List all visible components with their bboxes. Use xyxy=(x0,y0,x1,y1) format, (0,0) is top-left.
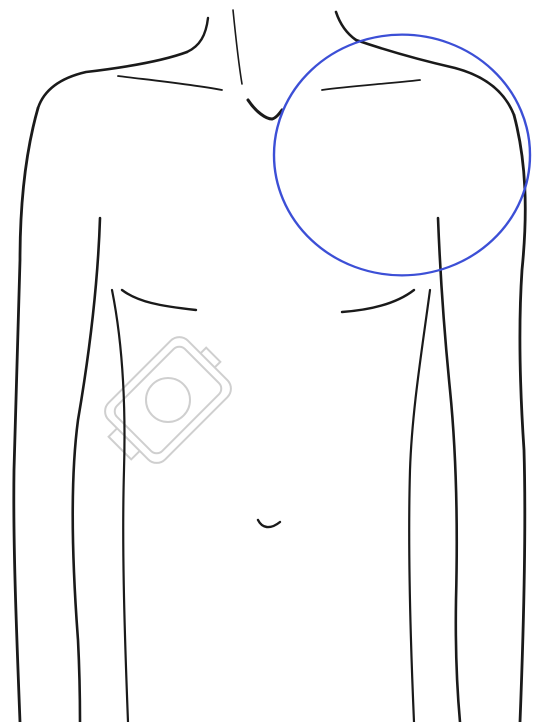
highlight-circle xyxy=(274,35,530,276)
pectoral-right-line xyxy=(342,290,414,312)
pectoral-left-line xyxy=(122,290,196,310)
arm-left-inner-line xyxy=(73,218,100,722)
shoulder-right-line xyxy=(356,40,514,115)
neck-center-line xyxy=(233,10,242,84)
torso-left-side-line xyxy=(112,290,128,722)
arm-left-outer-line xyxy=(14,108,38,722)
clavicle-right-line xyxy=(322,80,420,90)
watermark-logo-icon xyxy=(92,326,242,476)
sternal-notch-line xyxy=(248,100,282,119)
clavicle-left-line xyxy=(118,76,222,90)
shoulder-left-line xyxy=(38,52,187,108)
arm-right-outer-line xyxy=(514,115,525,722)
navel-line xyxy=(258,520,280,527)
neck-right-line xyxy=(336,12,356,40)
torso-right-side-line xyxy=(409,290,430,722)
arm-right-inner-line xyxy=(438,218,460,722)
neck-left-line xyxy=(187,18,208,52)
